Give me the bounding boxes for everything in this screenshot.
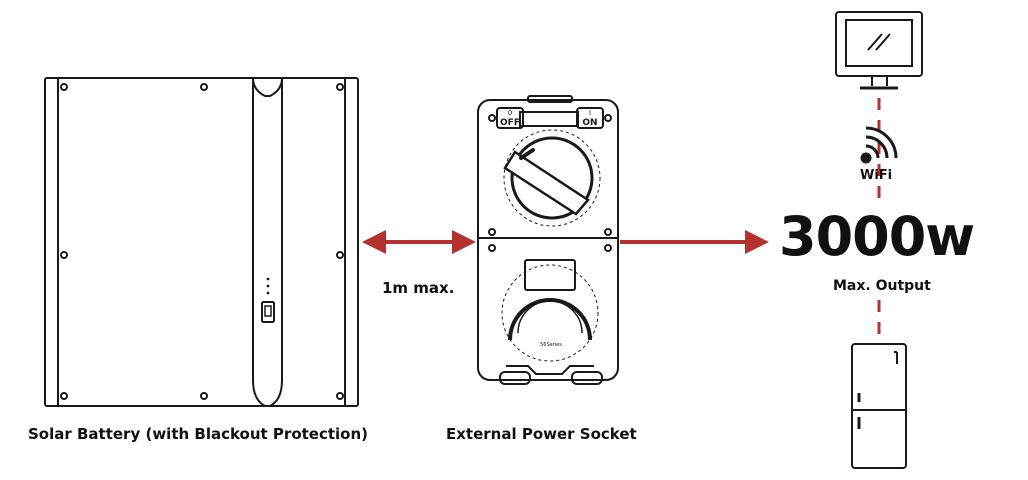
solar-battery-icon bbox=[44, 77, 359, 407]
wifi-icon bbox=[860, 126, 898, 164]
socket-caption: External Power Socket bbox=[446, 425, 637, 443]
wifi-label: WiFi bbox=[860, 168, 893, 183]
power-output-value: 3000w bbox=[779, 205, 975, 268]
battery-caption: Solar Battery (with Blackout Protection) bbox=[28, 425, 369, 443]
socket-knob-indicator bbox=[519, 148, 535, 160]
socket-on-number: I bbox=[589, 109, 591, 117]
power-output-caption: Max. Output bbox=[833, 278, 931, 294]
socket-off-number: 0 bbox=[508, 109, 512, 117]
power-socket-icon bbox=[477, 95, 619, 385]
monitor-icon bbox=[835, 11, 923, 90]
fridge-icon bbox=[851, 343, 907, 469]
cable-length-caption: 1m max. bbox=[382, 279, 455, 297]
socket-off-label: OFF bbox=[500, 118, 520, 128]
socket-brand-text: 56Series bbox=[540, 342, 562, 348]
socket-on-label: ON bbox=[582, 118, 597, 128]
battery-status-dots bbox=[266, 277, 270, 295]
